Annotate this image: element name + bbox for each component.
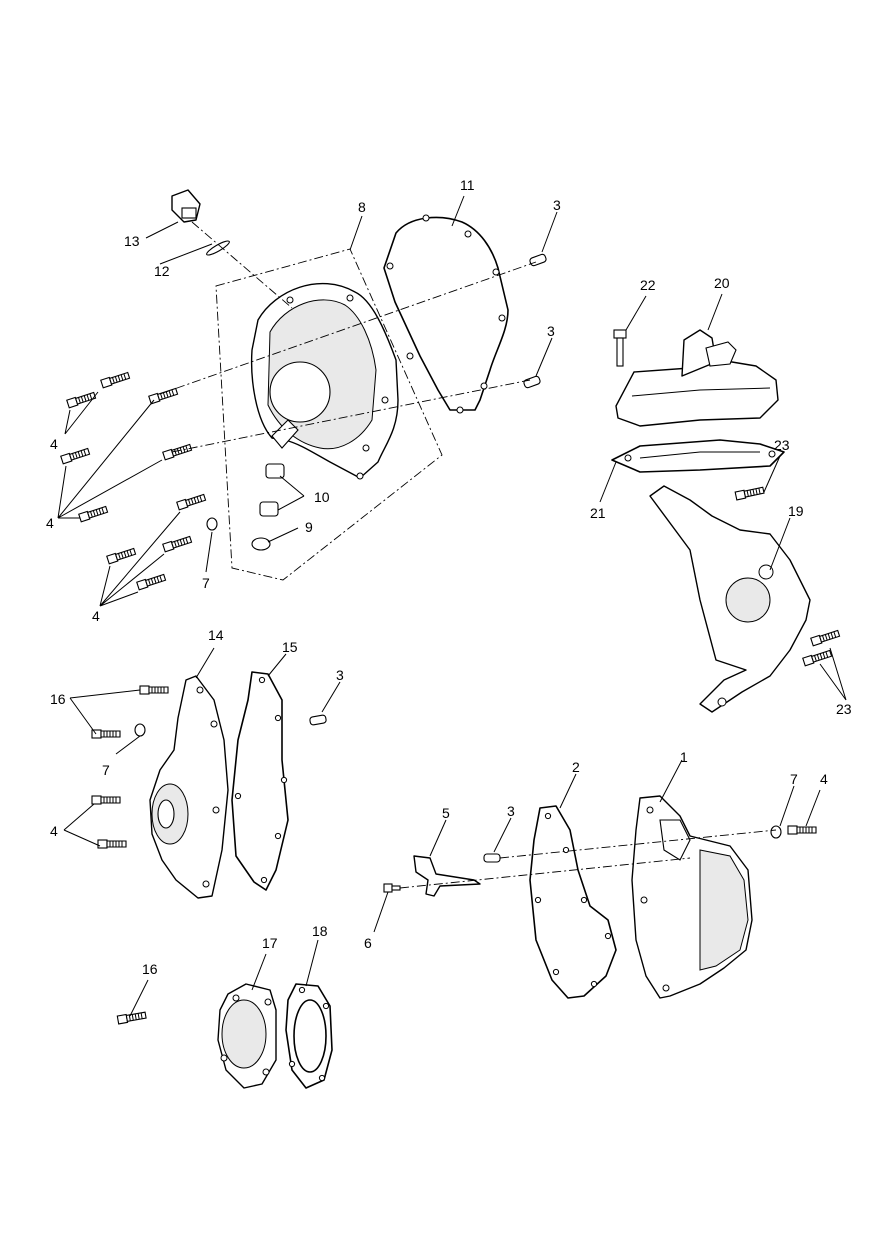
part-4-bolt[interactable]	[176, 492, 207, 511]
part-15-gasket[interactable]	[231, 671, 289, 891]
part-11-gasket[interactable]	[383, 216, 509, 411]
sprocket-cover-group	[383, 795, 817, 999]
callout-4: 4	[50, 436, 58, 452]
callout-11: 11	[460, 177, 475, 193]
part-16-bolt[interactable]	[139, 685, 169, 695]
part-7-washer[interactable]	[770, 825, 782, 839]
part-9-seal[interactable]	[251, 537, 271, 551]
callout-2: 2	[572, 759, 580, 775]
callout-7: 7	[202, 575, 210, 591]
callout-5: 5	[442, 805, 450, 821]
part-12-oring[interactable]	[205, 239, 231, 257]
part-20-cover[interactable]	[615, 329, 779, 427]
callout-17: 17	[262, 935, 278, 951]
callout-19: 19	[788, 503, 804, 519]
part-1-cover[interactable]	[631, 795, 753, 999]
part-22-bolt[interactable]	[613, 329, 627, 367]
part-4-bolt[interactable]	[162, 534, 193, 553]
part-3-dowel[interactable]	[522, 374, 542, 390]
part-8-cover[interactable]	[250, 283, 399, 480]
callout-4: 4	[46, 515, 54, 531]
callout-23: 23	[774, 437, 790, 453]
part-6-screw[interactable]	[383, 883, 401, 893]
part-4-bolt[interactable]	[97, 839, 127, 849]
part-16-bolt[interactable]	[91, 729, 121, 739]
part-14-cover[interactable]	[149, 675, 229, 899]
callout-14: 14	[208, 627, 224, 643]
callout-15: 15	[282, 639, 298, 655]
callout-10: 10	[314, 489, 330, 505]
part-23-bolt[interactable]	[734, 485, 765, 501]
part-4-bolt[interactable]	[91, 795, 121, 805]
callout-12: 12	[154, 263, 170, 279]
callout-3: 3	[553, 197, 561, 213]
part-3-dowel[interactable]	[308, 714, 328, 726]
callout-21: 21	[590, 505, 606, 521]
group-frame-8	[215, 248, 443, 581]
part-2-gasket[interactable]	[529, 805, 617, 999]
part-4-bolt[interactable]	[78, 504, 109, 523]
part-7-washer[interactable]	[134, 723, 146, 737]
callout-4: 4	[50, 823, 58, 839]
callout-18: 18	[312, 923, 328, 939]
small-cover-group	[116, 983, 333, 1089]
cover-group-8	[60, 189, 548, 591]
callout-16: 16	[142, 961, 158, 977]
part-4-bolt[interactable]	[60, 446, 91, 465]
callout-8: 8	[358, 199, 366, 215]
part-21-gasket[interactable]	[611, 439, 785, 473]
part-3-dowel[interactable]	[528, 252, 548, 268]
part-23-bolt[interactable]	[810, 628, 841, 647]
callout-4: 4	[820, 771, 828, 787]
leader-lines	[57, 195, 847, 1017]
callout-labels: 1 2 3 3 3 3 4 4 4 4 4 5 6 7 7 7 8 9 10 1…	[46, 177, 852, 977]
callout-7: 7	[790, 771, 798, 787]
part-17-cover[interactable]	[217, 983, 277, 1089]
callout-6: 6	[364, 935, 372, 951]
part-5-clip[interactable]	[413, 855, 481, 897]
part-3-dowel[interactable]	[483, 853, 501, 863]
callout-23: 23	[836, 701, 852, 717]
callout-4: 4	[92, 608, 100, 624]
callout-16: 16	[50, 691, 66, 707]
breather-group	[611, 329, 841, 713]
callout-3: 3	[336, 667, 344, 683]
side-cover-group	[91, 671, 328, 899]
callout-3: 3	[507, 803, 515, 819]
part-4-bolt[interactable]	[100, 370, 131, 389]
part-4-bolt[interactable]	[162, 442, 193, 461]
part-4-bolt[interactable]	[106, 546, 137, 565]
part-4-bolt[interactable]	[787, 825, 817, 835]
part-4-bolt[interactable]	[136, 572, 167, 591]
callout-9: 9	[305, 519, 313, 535]
part-18-gasket[interactable]	[285, 983, 333, 1089]
part-19-bracket[interactable]	[649, 485, 811, 713]
part-10-bush[interactable]	[259, 463, 285, 517]
part-13-plug[interactable]	[171, 189, 201, 223]
callout-7: 7	[102, 762, 110, 778]
part-23-bolt[interactable]	[802, 648, 833, 667]
callout-3: 3	[547, 323, 555, 339]
callout-20: 20	[714, 275, 730, 291]
callout-1: 1	[680, 749, 688, 765]
callout-13: 13	[124, 233, 140, 249]
callout-22: 22	[640, 277, 656, 293]
part-7-washer[interactable]	[206, 517, 218, 531]
